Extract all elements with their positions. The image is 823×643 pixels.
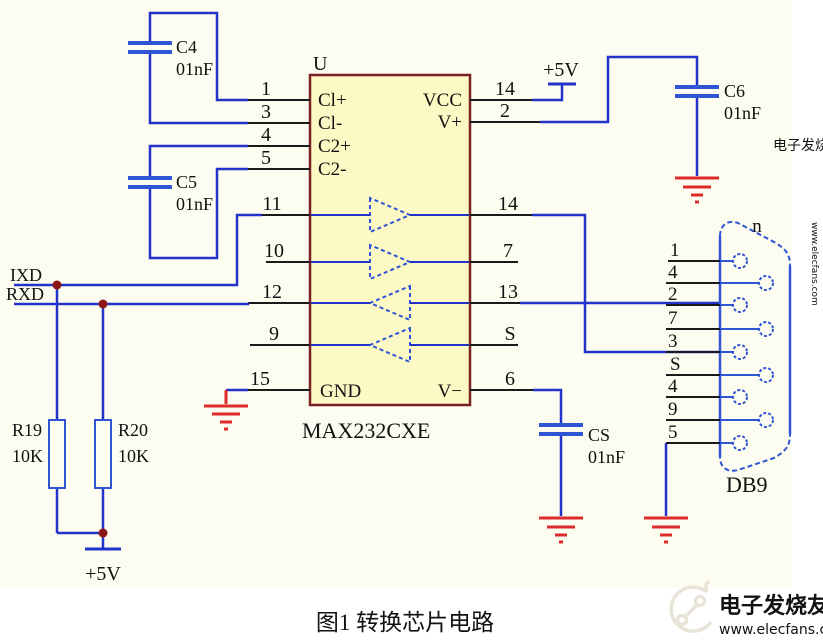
pin-num-14b: 14 xyxy=(498,193,518,215)
db9-pin-label-9: 9 xyxy=(668,399,678,420)
port-c2m: C2- xyxy=(318,159,347,180)
watermark-corner: 电子发烧友 www.elecfans.com xyxy=(669,579,823,638)
chip-designator: U xyxy=(313,53,328,75)
pin-num-3: 3 xyxy=(261,101,271,123)
db9-pin-label-s: S xyxy=(670,354,681,375)
figure-caption: 图1 转换芯片电路 xyxy=(316,610,494,635)
resistor-r20: R20 10K xyxy=(94,419,149,489)
wire-c4-top xyxy=(148,11,248,102)
db9-name: DB9 xyxy=(726,472,768,497)
c6-value: 01nF xyxy=(724,103,761,123)
watermark-corner-brand: 电子发烧友 xyxy=(719,593,823,618)
connector-db9: 1 4 2 7 3 S 4 9 5 n DB9 xyxy=(666,216,792,497)
wire-c4-bottom xyxy=(148,54,248,125)
pin-num-s: S xyxy=(504,323,515,345)
watermark-corner-url: www.elecfans.com xyxy=(719,622,823,638)
pin-num-2r: 2 xyxy=(500,100,510,122)
chip-part-number: MAX232CXE xyxy=(302,418,430,443)
capacitor-c5: C5 01nF xyxy=(128,172,213,214)
r20-ref: R20 xyxy=(118,420,148,440)
pin-num-9: 9 xyxy=(269,323,279,345)
db9-pin-label-4b: 4 xyxy=(668,376,678,397)
db9-pin-label-4a: 4 xyxy=(668,262,678,283)
wire-vminus-cs xyxy=(533,388,563,423)
ground-pin15 xyxy=(204,390,248,431)
cs-value: 01nF xyxy=(588,447,625,467)
port-c1m: Cl- xyxy=(318,113,342,134)
port-gnd: GND xyxy=(320,381,361,402)
wires xyxy=(14,11,720,549)
db9-pin-label-7: 7 xyxy=(668,308,678,329)
pin-num-11: 11 xyxy=(262,193,281,215)
port-vminus: V− xyxy=(438,381,462,402)
elecfans-logo-icon xyxy=(669,579,713,633)
pin-num-15: 15 xyxy=(250,368,270,390)
pin-num-1: 1 xyxy=(261,78,271,100)
power-5v-top-label: +5V xyxy=(543,59,579,81)
ground-db9 xyxy=(644,516,688,544)
capacitor-cs: CS 01nF xyxy=(539,423,625,467)
wire-rxd xyxy=(14,302,250,306)
db9-pin-label-2: 2 xyxy=(668,284,678,305)
resistor-r19: R19 10K xyxy=(12,419,66,489)
port-c1p: Cl+ xyxy=(318,90,347,111)
power-5v-bottom: +5V xyxy=(85,547,121,585)
port-vplus: V+ xyxy=(438,112,462,133)
buffer-internal-wires xyxy=(311,214,469,346)
watermark-side: 电子发烧友 www.elecfans.com xyxy=(773,138,823,306)
db9-pin-circles xyxy=(732,253,774,451)
db9-pin-label-5: 5 xyxy=(668,422,678,443)
power-5v-bottom-label: +5V xyxy=(85,563,121,585)
pin-num-14a: 14 xyxy=(495,78,515,100)
pin-num-13: 13 xyxy=(498,281,518,303)
pin-stubs xyxy=(248,99,540,391)
c4-value: 01nF xyxy=(176,59,213,79)
capacitor-c6: C6 01nF xyxy=(675,81,761,123)
pin-num-12: 12 xyxy=(262,281,282,303)
r19-ref: R19 xyxy=(12,420,42,440)
c6-ref: C6 xyxy=(724,81,745,101)
db9-pin-label-3: 3 xyxy=(668,331,678,352)
db9-pin-label-1: 1 xyxy=(670,240,680,261)
junction-dots xyxy=(52,280,108,538)
db9-pin-labels: 1 4 2 7 3 S 4 9 5 xyxy=(668,240,681,443)
ground-c6 xyxy=(675,176,719,204)
cs-ref: CS xyxy=(588,425,610,445)
port-vcc: VCC xyxy=(423,90,462,111)
db9-pin-stubs-outer xyxy=(666,260,720,444)
pin-num-5: 5 xyxy=(261,147,271,169)
db9-designator: n xyxy=(752,216,762,237)
wire-c5-top xyxy=(148,144,248,176)
pin-num-6: 6 xyxy=(505,368,515,390)
r19-value: 10K xyxy=(12,446,43,466)
chip-body xyxy=(308,73,472,407)
wire-t1out-db9 xyxy=(532,213,720,354)
watermark-side-url: www.elecfans.com xyxy=(809,222,819,306)
wire-vcc-5v xyxy=(532,84,564,102)
ground-cs xyxy=(539,516,583,544)
pin-num-10: 10 xyxy=(264,240,284,262)
db9-pin-stubs-inner xyxy=(720,260,759,444)
pin-num-7r: 7 xyxy=(503,240,513,262)
net-label-ixd: IXD xyxy=(10,265,42,285)
power-5v-top: +5V xyxy=(543,59,579,86)
wire-ixd xyxy=(14,213,262,287)
watermark-side-brand: 电子发烧友 xyxy=(773,138,823,154)
pin-numbers: 1 3 4 5 11 10 12 9 15 14 2 14 7 13 S 6 xyxy=(250,78,518,390)
net-label-rxd: RXD xyxy=(6,284,44,304)
chip-max232: U MAX232CXE Cl+ Cl- C2+ C2- GND VCC V+ V… xyxy=(302,53,472,443)
c5-value: 01nF xyxy=(176,194,213,214)
wire-vplus-c6 xyxy=(540,55,699,124)
wire-c5-bottom xyxy=(148,167,248,260)
pin-num-4: 4 xyxy=(261,124,271,146)
c4-ref: C4 xyxy=(176,37,197,57)
port-c2p: C2+ xyxy=(318,136,351,157)
r20-value: 10K xyxy=(118,446,149,466)
c5-ref: C5 xyxy=(176,172,197,192)
capacitor-c4: C4 01nF xyxy=(128,37,213,79)
